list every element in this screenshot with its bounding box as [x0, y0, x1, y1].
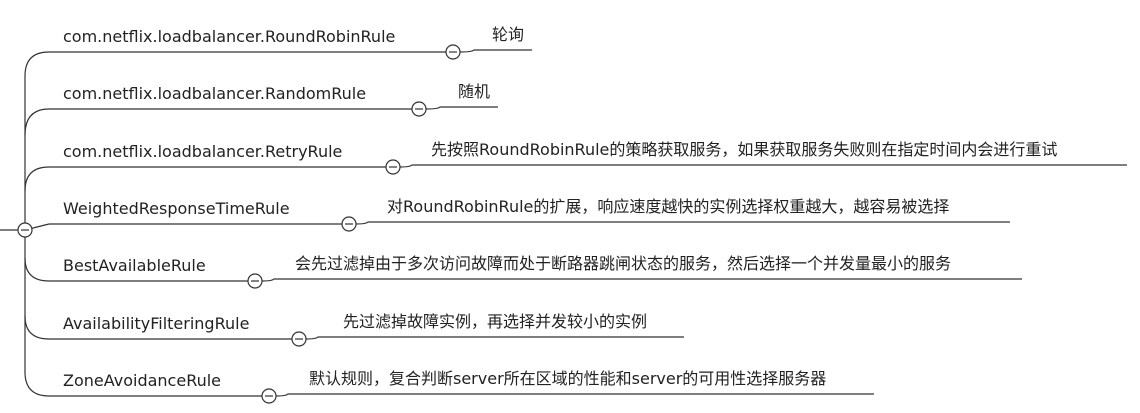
- branch-curve-2: [24, 108, 50, 136]
- desc-connector-4: [355, 221, 1010, 225]
- node-rule-5[interactable]: BestAvailableRule: [63, 256, 206, 275]
- desc-connector-7: [275, 393, 874, 397]
- node-desc-1[interactable]: 轮询: [492, 25, 525, 44]
- desc-connector-1: [459, 49, 532, 53]
- collapse-icon-3[interactable]: [385, 159, 401, 175]
- node-rule-3[interactable]: com.netflix.loadbalancer.RetryRule: [63, 142, 343, 161]
- node-rule-7[interactable]: ZoneAvoidanceRule: [63, 371, 222, 390]
- desc-connector-5: [261, 278, 1022, 282]
- root-collapse-icon[interactable]: [17, 222, 33, 238]
- collapse-icon-1[interactable]: [445, 44, 461, 60]
- branch-curve-3: [24, 166, 50, 192]
- node-rule-6[interactable]: AvailabilityFilteringRule: [63, 314, 250, 333]
- collapse-icon-2[interactable]: [411, 101, 427, 117]
- branch-curve-5: [24, 257, 50, 282]
- node-desc-3[interactable]: 先按照RoundRobinRule的策略获取服务，如果获取服务失败则在指定时间内…: [431, 140, 1058, 159]
- node-desc-6[interactable]: 先过滤掉故障实例，再选择并发较小的实例: [343, 312, 648, 331]
- node-desc-2[interactable]: 随机: [458, 82, 491, 101]
- desc-connector-2: [425, 106, 498, 110]
- desc-connector-6: [305, 336, 684, 340]
- node-desc-7[interactable]: 默认规则，复合判断server所在区域的性能和server的可用性选择服务器: [309, 369, 827, 388]
- node-rule-4[interactable]: WeightedResponseTimeRule: [63, 199, 290, 218]
- node-desc-4[interactable]: 对RoundRobinRule的扩展，响应速度越快的实例选择权重越大，越容易被选…: [387, 197, 950, 216]
- node-rule-2[interactable]: com.netflix.loadbalancer.RandomRule: [63, 84, 367, 103]
- branch-curve-6: [24, 315, 50, 340]
- collapse-icon-5[interactable]: [247, 273, 263, 289]
- desc-connector-3: [399, 164, 1127, 168]
- collapse-icon-6[interactable]: [291, 331, 307, 347]
- node-rule-1[interactable]: com.netflix.loadbalancer.RoundRobinRule: [63, 27, 396, 46]
- node-desc-5[interactable]: 会先过滤掉由于多次访问故障而处于断路器跳闸状态的服务，然后选择一个并发量最小的服…: [295, 254, 952, 273]
- trunk-bottom: [24, 230, 50, 397]
- collapse-icon-7[interactable]: [261, 388, 277, 404]
- trunk-top: [24, 51, 50, 230]
- collapse-icon-4[interactable]: [341, 216, 357, 232]
